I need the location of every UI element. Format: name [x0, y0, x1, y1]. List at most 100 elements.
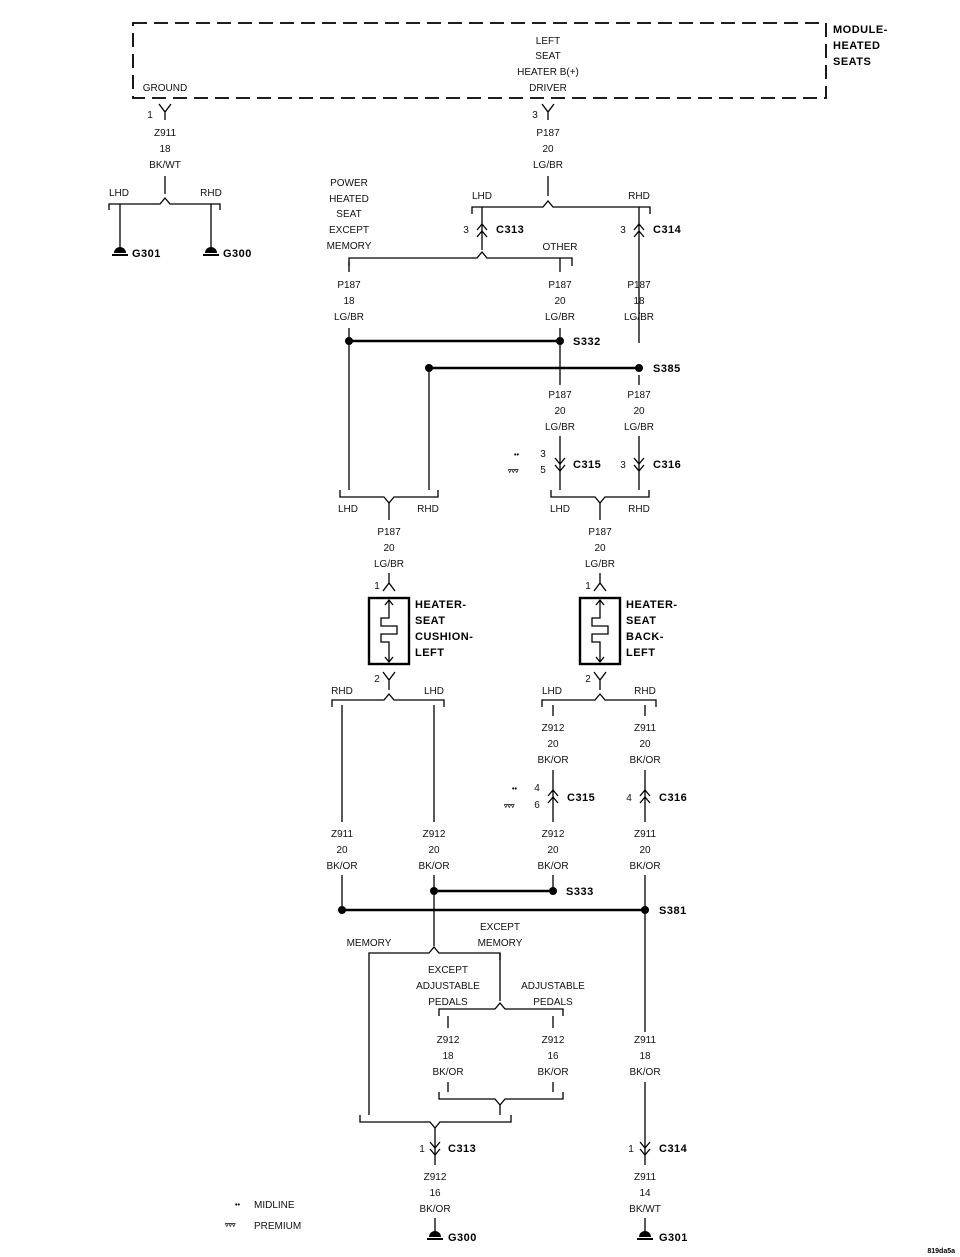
p187-cushion-color: LG/BR [374, 559, 404, 570]
lhd-label: LHD [472, 191, 492, 202]
midline-symbol: •• [514, 452, 519, 459]
except-memory-line-1: EXCEPT [480, 922, 520, 933]
ground-g300-bottom: G300 [448, 1232, 477, 1244]
module-heated-seats: MODULE- HEATED SEATS GROUND LEFT SEAT HE… [132, 22, 888, 99]
z911-c316-wire: Z911 [634, 829, 656, 840]
power-line-5: MEMORY [327, 241, 372, 252]
z911-s381-wire: Z911 [634, 1035, 656, 1046]
p187-cushion-wire: P187 [377, 527, 401, 538]
rhd-label: RHD [628, 504, 650, 515]
p187-s332-color: LG/BR [545, 422, 575, 433]
p187-c314-color: LG/BR [624, 312, 654, 323]
power-line-1: POWER [330, 178, 368, 189]
back-line-3: BACK- [626, 631, 664, 643]
z912-cush-lhd-color: BK/OR [418, 861, 449, 872]
module-name-line-1: MODULE- [833, 24, 888, 36]
z912-g300-wire: Z912 [424, 1172, 447, 1183]
pin-c315-bot-prem: 6 [534, 800, 540, 811]
module-outline [132, 22, 827, 99]
except-memory-line-2: MEMORY [478, 938, 523, 949]
z912-adj-ped-gauge: 16 [547, 1051, 559, 1062]
power-line-4: EXCEPT [329, 225, 369, 236]
midline-symbol: •• [512, 786, 517, 793]
lhd-label: LHD [424, 686, 444, 697]
splice-s332[interactable]: S332 [573, 336, 601, 348]
p187-s385-gauge: 20 [633, 406, 645, 417]
cushion-line-3: CUSHION- [415, 631, 473, 643]
rhd-label: RHD [200, 188, 222, 199]
splice-s381[interactable]: S381 [659, 905, 687, 917]
p187-mod-wire: P187 [536, 128, 560, 139]
splice-s333[interactable]: S333 [566, 886, 594, 898]
except-pedals-line-2: ADJUSTABLE [416, 981, 480, 992]
z911-gnd-color: BK/WT [149, 160, 181, 171]
heater-cushion-left: P187 20 LG/BR 1 HEATER- SEAT CUSHION- LE… [367, 527, 473, 690]
lhd-label: LHD [109, 188, 129, 199]
pin-back-in: 1 [585, 581, 591, 592]
pin-cushion-out: 2 [374, 674, 380, 685]
lhd-label: LHD [338, 504, 358, 515]
connector-c313-bot[interactable]: C313 [448, 1143, 476, 1155]
z911-s381-color: BK/OR [629, 1067, 660, 1078]
z912-c315-wire: Z912 [542, 829, 565, 840]
module-driver-line-4: DRIVER [529, 83, 567, 94]
z911-back-rhd-wire: Z911 [634, 723, 656, 734]
z912-back-lhd-gauge: 20 [547, 739, 559, 750]
except-pedals-line-1: EXCEPT [428, 965, 468, 976]
module-driver-line-2: SEAT [535, 51, 560, 62]
z912-except-ped-wire: Z912 [437, 1035, 460, 1046]
z911-back-rhd-color: BK/OR [629, 755, 660, 766]
p187-s332-gauge: 20 [554, 406, 566, 417]
z911-cush-rhd-wire: Z911 [331, 829, 353, 840]
connector-c313-top[interactable]: C313 [496, 224, 524, 236]
back-line-1: HEATER- [626, 599, 678, 611]
p187-power-color: LG/BR [334, 312, 364, 323]
module-name-line-3: SEATS [833, 56, 871, 68]
legend: •• MIDLINE ▿▿▿ PREMIUM [224, 1200, 301, 1232]
z912-except-ped-color: BK/OR [432, 1067, 463, 1078]
back-line-4: LEFT [626, 647, 656, 659]
p187-back-wire: P187 [588, 527, 612, 538]
module-driver-line-1: LEFT [536, 36, 560, 47]
power-line-2: HEATED [329, 194, 369, 205]
memory-label: MEMORY [347, 938, 392, 949]
pin-c315-top-mid: 3 [540, 449, 546, 460]
p187-c314-gauge: 18 [633, 296, 645, 307]
lhd-label: LHD [550, 504, 570, 515]
connector-c314-top[interactable]: C314 [653, 224, 682, 236]
pin-c313-bot: 1 [419, 1144, 425, 1155]
pin-c313-top: 3 [463, 225, 469, 236]
connector-c316-top[interactable]: C316 [653, 459, 681, 471]
z912-c315-color: BK/OR [537, 861, 568, 872]
legend-midline-symbol: •• [235, 1202, 240, 1209]
z912-adj-ped-wire: Z912 [542, 1035, 565, 1046]
p187-power-gauge: 18 [343, 296, 355, 307]
splice-s385[interactable]: S385 [653, 363, 681, 375]
z912-cush-lhd-wire: Z912 [423, 829, 446, 840]
connector-c316-bot[interactable]: C316 [659, 792, 687, 804]
pin-back-out: 2 [585, 674, 591, 685]
z911-cush-rhd-color: BK/OR [326, 861, 357, 872]
module-ground-label: GROUND [143, 83, 187, 94]
z912-except-ped-gauge: 18 [442, 1051, 454, 1062]
p187-other-gauge: 20 [554, 296, 566, 307]
p187-s332-wire: P187 [548, 390, 572, 401]
connector-c315-top[interactable]: C315 [573, 459, 601, 471]
connector-c314-bot[interactable]: C314 [659, 1143, 688, 1155]
p187-cushion-gauge: 20 [383, 543, 395, 554]
premium-symbol: ▿▿▿ [507, 468, 519, 475]
z911-gnd-gauge: 18 [159, 144, 171, 155]
cushion-line-1: HEATER- [415, 599, 467, 611]
module-driver-line-3: HEATER B(+) [517, 67, 579, 78]
z912-back-lhd-color: BK/OR [537, 755, 568, 766]
module-ground-circuit: 1 Z911 18 BK/WT LHD RHD G301 G300 [108, 103, 252, 260]
back-heater-box [578, 596, 622, 666]
p187-other-wire: P187 [548, 280, 572, 291]
pin-cushion-in: 1 [374, 581, 380, 592]
ground-g300-top: G300 [223, 248, 252, 260]
lhd-label: LHD [542, 686, 562, 697]
z912-back-lhd-wire: Z912 [542, 723, 565, 734]
connector-c315-bot[interactable]: C315 [567, 792, 595, 804]
z911-c316-gauge: 20 [639, 845, 651, 856]
rhd-label: RHD [331, 686, 353, 697]
